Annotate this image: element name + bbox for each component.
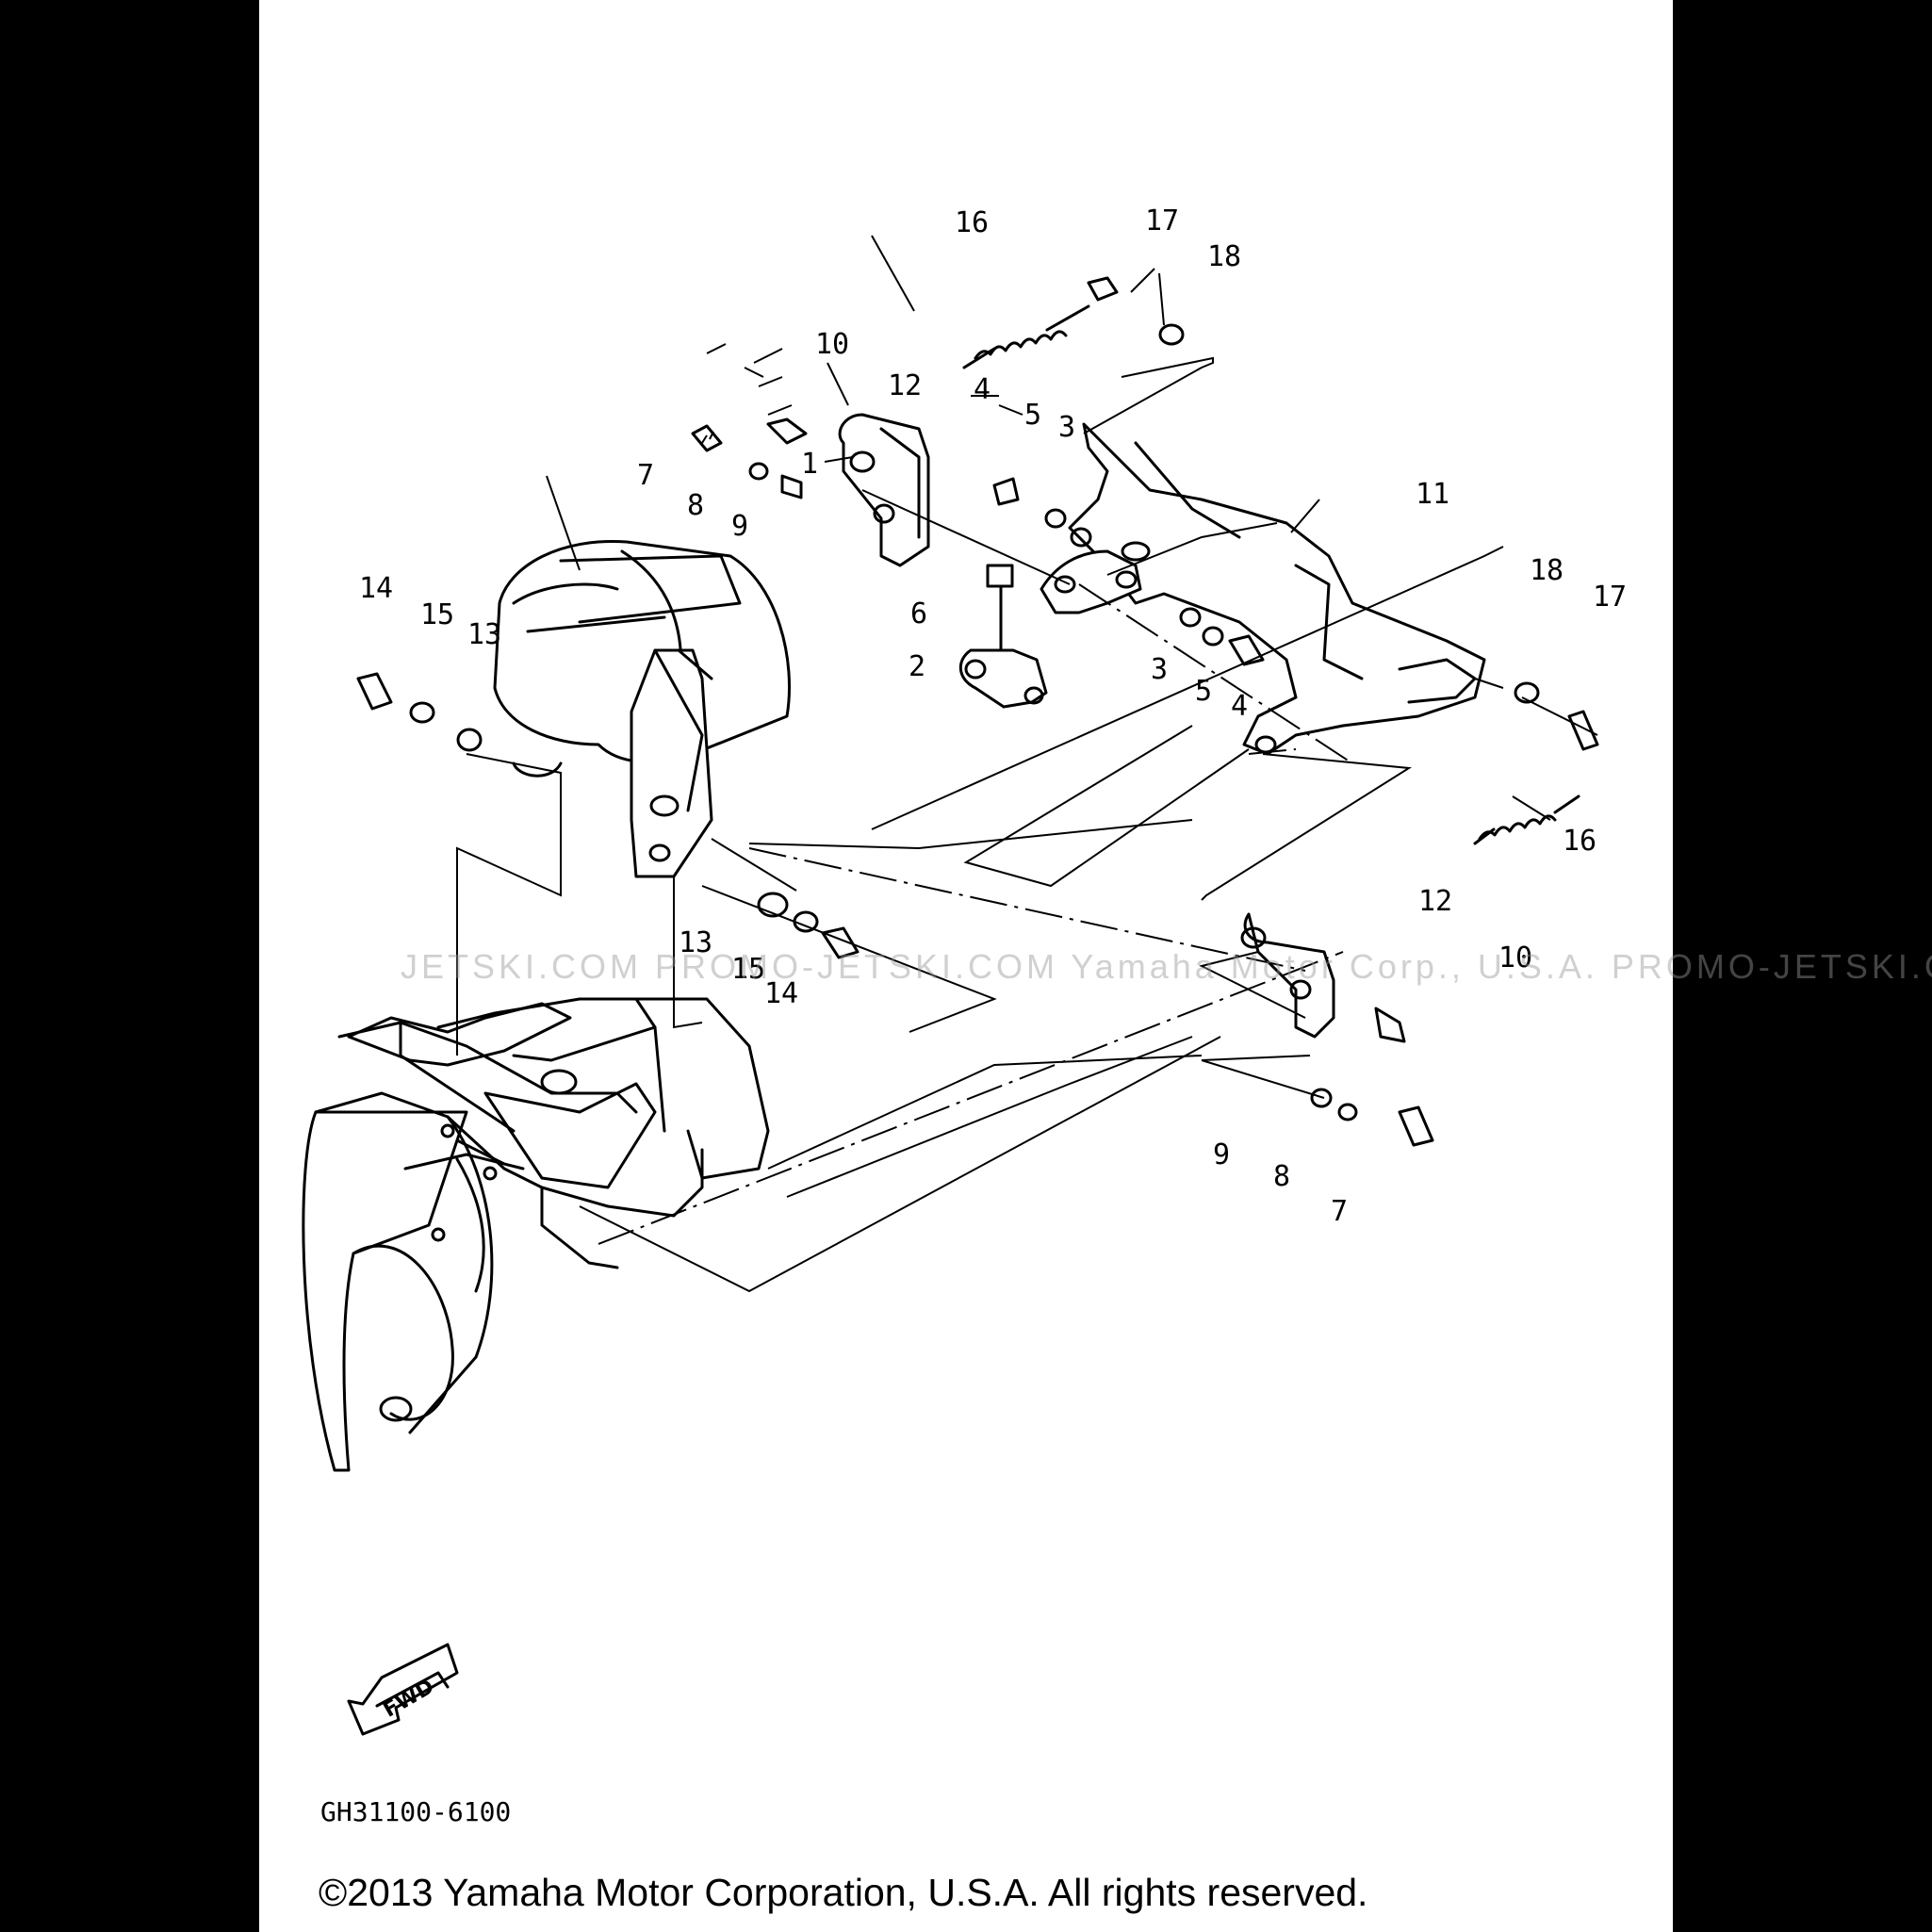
- part-1-deflector: [493, 539, 791, 878]
- callout-7: 7: [636, 459, 655, 492]
- callout-15: 15: [419, 598, 455, 631]
- callout-16: 16: [1562, 825, 1597, 858]
- link-rod: [1040, 549, 1142, 614]
- callout-17: 17: [1592, 581, 1628, 614]
- callout-leaders: [546, 235, 1320, 571]
- callout-10: 10: [814, 328, 850, 361]
- callout-13: 13: [678, 926, 713, 959]
- callout-18: 18: [1206, 240, 1242, 273]
- nozzle-top-plate: [347, 997, 770, 1189]
- callout-4: 4: [1230, 690, 1249, 723]
- part-16-springs: [962, 304, 1580, 845]
- callout-10: 10: [1498, 941, 1533, 974]
- callout-8: 8: [1272, 1160, 1291, 1193]
- callout-2: 2: [908, 650, 926, 683]
- exploded-parts-drawing: [302, 235, 1599, 1736]
- callout-4: 4: [973, 373, 991, 406]
- copyright-notice: ©2013 Yamaha Motor Corporation, U.S.A. A…: [319, 1871, 1368, 1914]
- fwd-arrow: [347, 1643, 459, 1736]
- part-12-lower-bracket: [1240, 912, 1335, 1039]
- callout-13: 13: [467, 618, 502, 651]
- callout-16: 16: [954, 206, 990, 239]
- hardware-items: [356, 276, 1599, 1147]
- callout-17: 17: [1144, 205, 1180, 237]
- callout-11: 11: [1415, 478, 1450, 511]
- callout-3: 3: [1150, 653, 1169, 686]
- watermark: JETSKI.COM PROMO-JETSKI.COM Yamaha Motor…: [401, 947, 1932, 986]
- callout-5: 5: [1194, 675, 1213, 708]
- callout-5: 5: [1023, 399, 1042, 432]
- callout-9: 9: [1212, 1138, 1231, 1171]
- callout-1: 1: [800, 448, 819, 481]
- diagram-sheet: 1 2 3 3 4 4 5 5 6 7 7 8 8 9 9 10 10 11 1…: [259, 0, 1932, 1932]
- part-11-steering-arm: [1068, 422, 1486, 756]
- jet-nozzle-body: [302, 1021, 704, 1472]
- callout-14: 14: [763, 977, 799, 1010]
- callout-12: 12: [1417, 885, 1453, 918]
- part-12-upper-bracket: [838, 413, 930, 567]
- callout-15: 15: [730, 953, 766, 986]
- assembly-reference-lines: [456, 356, 1598, 1293]
- callout-12: 12: [887, 369, 923, 402]
- diagram-code: GH31100-6100: [320, 1796, 512, 1827]
- callout-14: 14: [358, 572, 394, 605]
- callout-3: 3: [1057, 411, 1076, 444]
- callout-6: 6: [909, 598, 928, 630]
- callout-7: 7: [1330, 1195, 1349, 1228]
- part-2-clevis: [958, 564, 1048, 709]
- callout-8: 8: [686, 489, 705, 522]
- callout-9: 9: [730, 510, 749, 543]
- callout-18: 18: [1529, 554, 1564, 587]
